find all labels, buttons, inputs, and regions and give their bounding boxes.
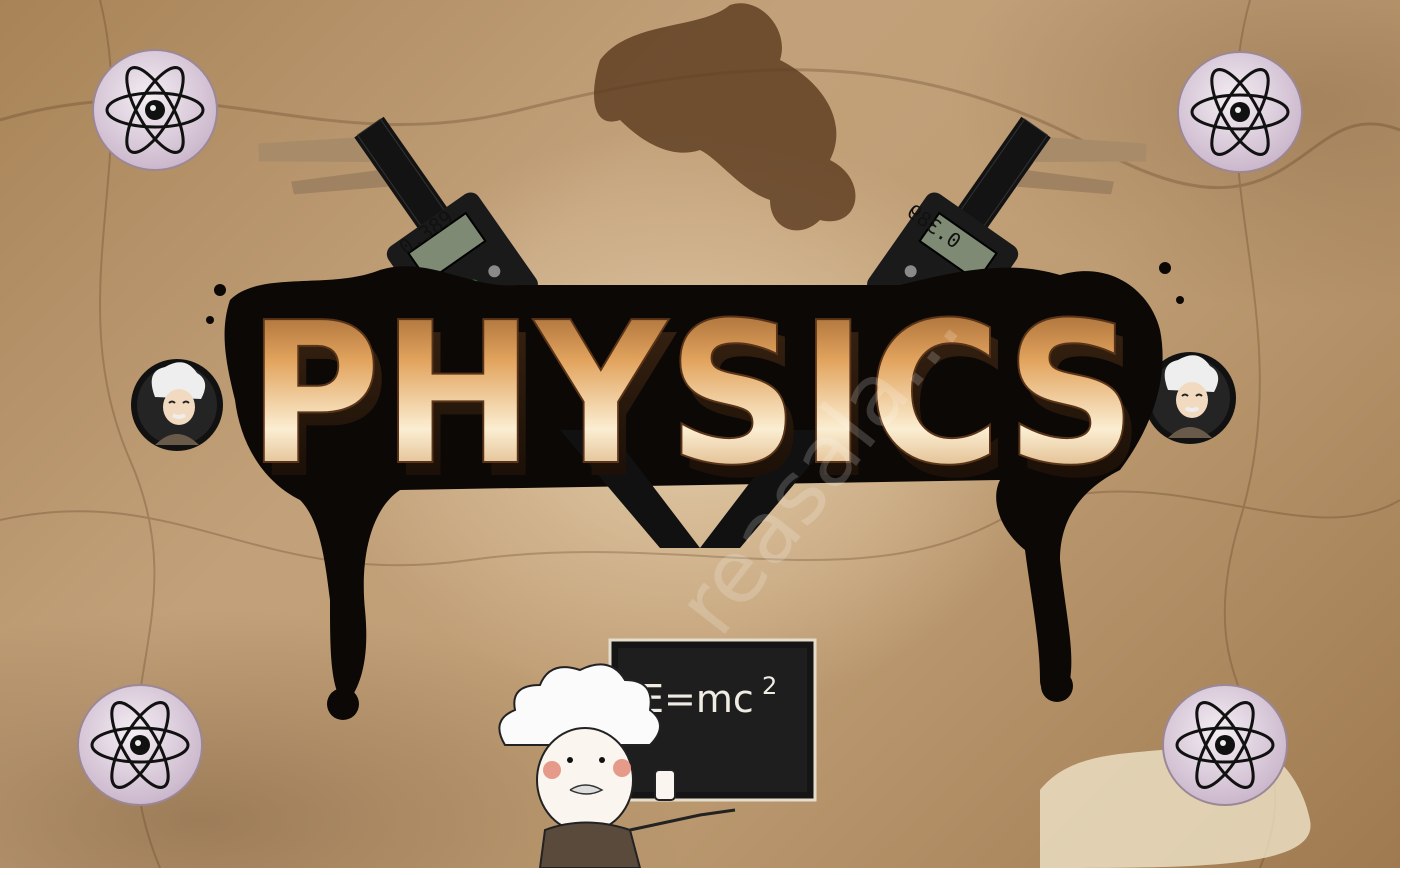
chalkboard-icon	[608, 638, 817, 802]
right-margin	[1400, 0, 1415, 875]
atom-icon	[91, 48, 219, 172]
atom-icon	[1161, 683, 1289, 807]
atom-icon	[1176, 50, 1304, 174]
atom-icon	[76, 683, 204, 807]
caliper-jaw	[700, 430, 840, 548]
chalkboard-equation-exponent: 2	[762, 672, 777, 700]
einstein-cartoon-icon	[498, 663, 736, 868]
ink-splash-behind-title	[224, 266, 1163, 705]
chalkboard-equation: E=mc	[640, 677, 754, 721]
title-shadow: PHYSICS	[255, 294, 1145, 522]
bottom-margin	[0, 868, 1415, 875]
title-text: PHYSICS	[247, 281, 1137, 509]
einstein-portrait-icon	[129, 357, 225, 453]
ink-splatter-top	[594, 3, 856, 231]
ink-drop	[327, 688, 359, 720]
ink-drop	[1041, 670, 1073, 702]
caliper-jaw	[560, 430, 700, 548]
